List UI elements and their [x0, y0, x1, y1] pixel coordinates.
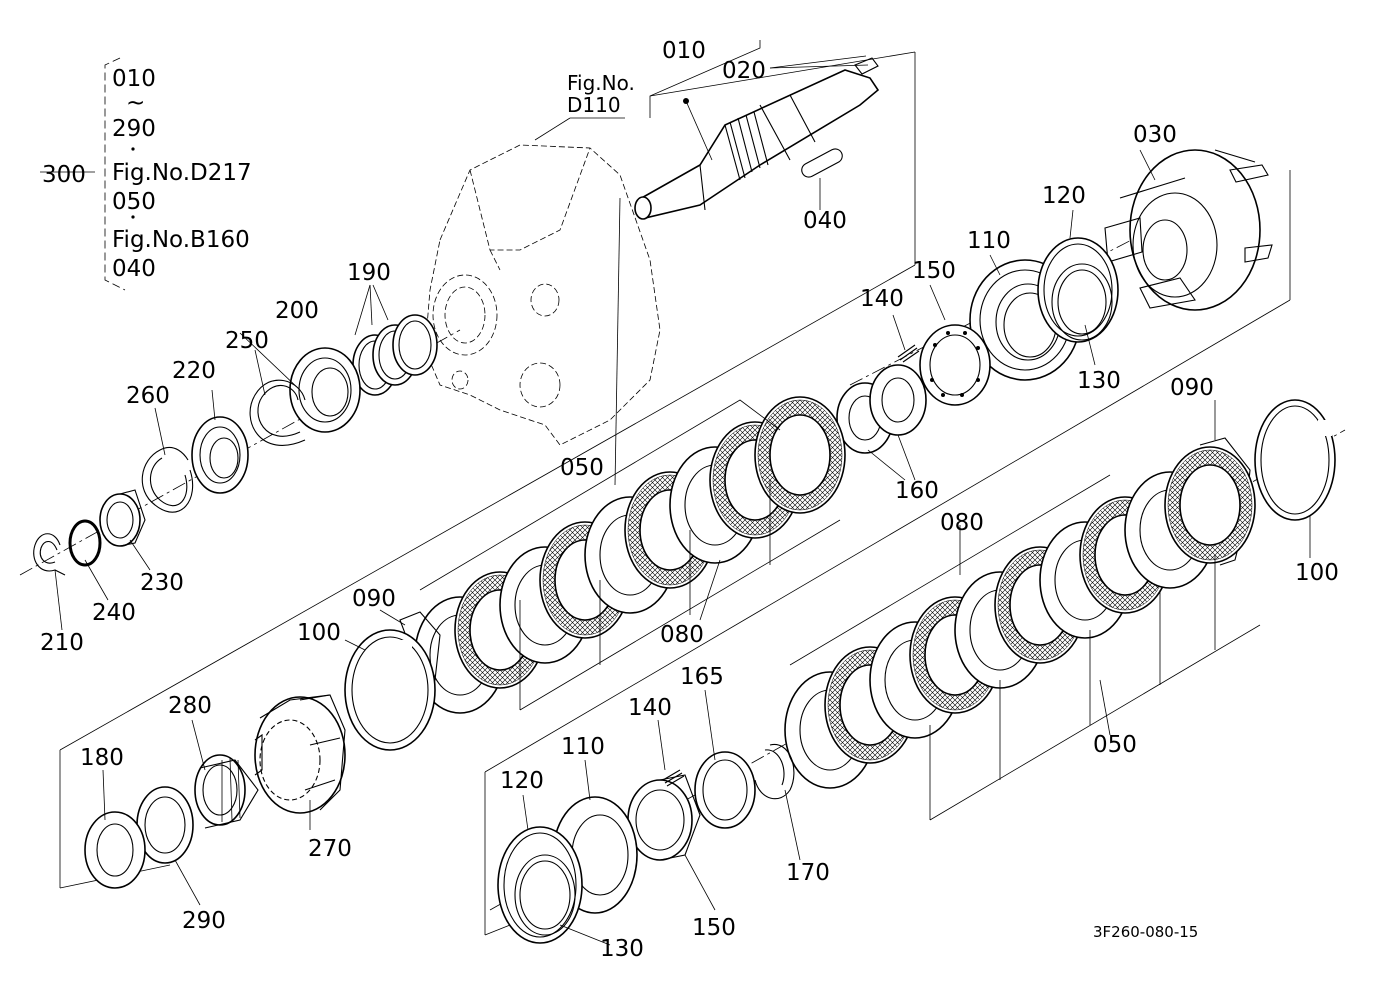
o-ring-240 — [68, 519, 102, 567]
snap-ring-250 — [249, 379, 306, 446]
label-050-upper: 050 — [560, 455, 604, 481]
label-300: 300 — [42, 162, 86, 188]
label-180: 180 — [80, 745, 124, 771]
clutch-drum-030 — [1104, 149, 1273, 311]
label-150-upper: 150 — [912, 258, 956, 284]
label-110-upper: 110 — [967, 228, 1011, 254]
fig-ref-line1: Fig.No. — [567, 71, 635, 95]
label-150-lower: 150 — [692, 915, 736, 941]
bearing-290 — [136, 786, 194, 864]
label-140-lower: 140 — [628, 695, 672, 721]
legend-line-010: 010 — [112, 66, 156, 92]
label-160: 160 — [895, 478, 939, 504]
snap-ring-260 — [141, 446, 194, 513]
label-220: 220 — [172, 358, 216, 384]
label-130-upper: 130 — [1077, 368, 1121, 394]
label-165: 165 — [680, 664, 724, 690]
key-040 — [801, 148, 843, 178]
legend-text: 010 ~ 290 Fig.No.D217 050 Fig.No.B160 04… — [112, 66, 252, 282]
label-080-upper: 080 — [660, 622, 704, 648]
clutch-pack-lower — [784, 446, 1261, 821]
label-140-upper: 140 — [860, 286, 904, 312]
fig-ref-line2: D110 — [567, 93, 621, 117]
snap-ring-170 — [754, 744, 795, 800]
legend-bracket — [104, 57, 126, 291]
label-080-lower: 080 — [940, 510, 984, 536]
legend-line-fig-b160: Fig.No.B160 — [112, 227, 250, 253]
label-010-shaft: 010 — [662, 38, 706, 64]
label-110-lower: 110 — [561, 734, 605, 760]
transmission-case-housing — [424, 117, 661, 446]
shaft-010 — [634, 69, 880, 220]
bearing-200 — [289, 347, 361, 433]
drawing-code: 3F260-080-15 — [1093, 923, 1198, 941]
legend-dot-1 — [131, 147, 135, 151]
label-120-lower: 120 — [500, 768, 544, 794]
label-230: 230 — [140, 570, 184, 596]
seal-130-lower — [514, 854, 576, 936]
thrust-washers-160 — [836, 364, 927, 481]
legend-dot-2 — [131, 215, 135, 219]
needle-bearing-280 — [194, 754, 259, 829]
label-210: 210 — [40, 630, 84, 656]
snap-ring-100-right — [1254, 399, 1336, 521]
group-frame-upper — [59, 40, 916, 751]
clutch-pack-upper — [414, 396, 846, 714]
label-280: 280 — [168, 693, 212, 719]
legend-line-050: 050 — [112, 189, 156, 215]
label-190: 190 — [347, 260, 391, 286]
snap-ring-210 — [33, 533, 66, 576]
label-050-lower: 050 — [1093, 732, 1137, 758]
washer-165 — [694, 751, 756, 829]
spring-retainer-150-upper — [919, 324, 991, 406]
pin-020 — [769, 55, 879, 75]
bearing-220 — [191, 416, 249, 494]
group-frame-lower — [484, 772, 511, 936]
spring-retainer-150-lower — [627, 774, 701, 861]
leader-lines — [40, 149, 1311, 946]
thrust-washer-180 — [84, 811, 146, 889]
label-090-left: 090 — [352, 586, 396, 612]
label-030: 030 — [1133, 122, 1177, 148]
collar-230 — [99, 489, 146, 547]
snap-ring-190 — [352, 284, 438, 396]
label-100-left: 100 — [297, 620, 341, 646]
part-labels: 010 020 040 030 120 110 150 140 130 160 … — [40, 38, 1339, 962]
legend-line-290: 290 — [112, 116, 156, 142]
seal-130-upper — [1051, 263, 1113, 341]
label-090-right: 090 — [1170, 375, 1214, 401]
legend-line-040: 040 — [112, 256, 156, 282]
label-200: 200 — [275, 298, 319, 324]
label-120-upper: 120 — [1042, 183, 1086, 209]
label-240: 240 — [92, 600, 136, 626]
label-130-lower: 130 — [600, 936, 644, 962]
legend-line-fig-d217: Fig.No.D217 — [112, 160, 252, 186]
label-040: 040 — [803, 208, 847, 234]
seal-120-upper — [1037, 237, 1119, 343]
legend-tilde: ~ — [126, 90, 145, 116]
figure-reference: Fig.No. D110 — [567, 71, 635, 117]
label-020: 020 — [722, 58, 766, 84]
label-250: 250 — [225, 328, 269, 354]
snap-ring-100-left — [344, 629, 436, 751]
gear-270 — [254, 694, 346, 814]
spring-140-lower — [662, 769, 685, 787]
label-290: 290 — [182, 908, 226, 934]
label-100-right: 100 — [1295, 560, 1339, 586]
spring-140-upper — [892, 314, 920, 363]
label-260: 260 — [126, 383, 170, 409]
label-170: 170 — [786, 860, 830, 886]
label-270: 270 — [308, 836, 352, 862]
